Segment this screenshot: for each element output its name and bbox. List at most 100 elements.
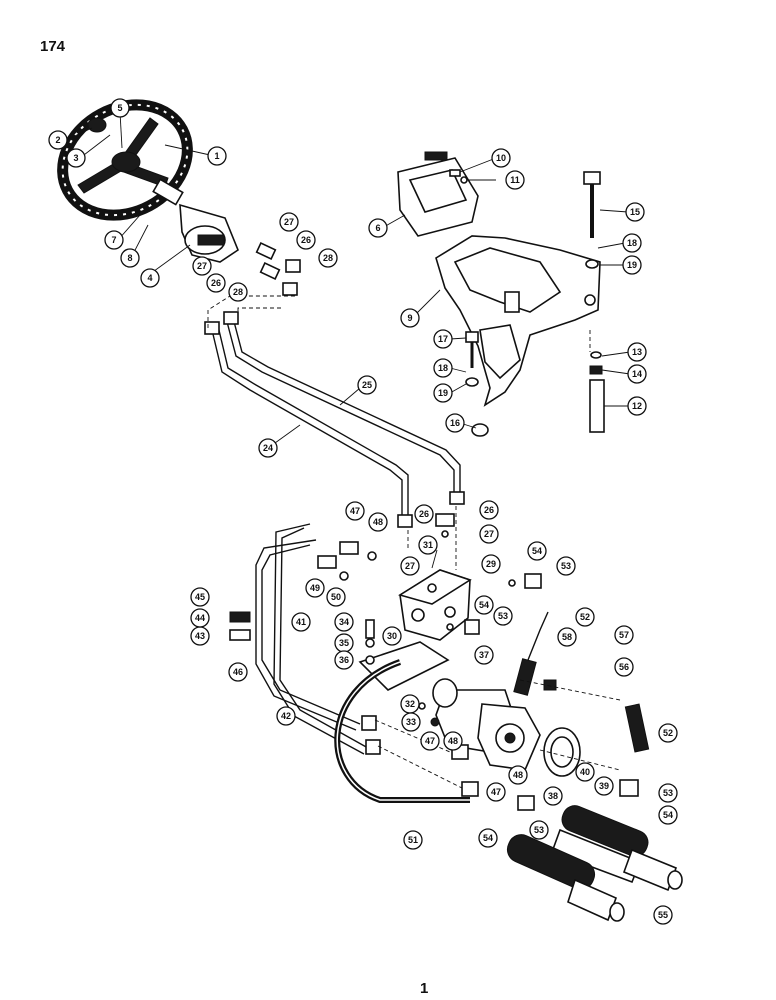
svg-text:48: 48	[373, 517, 383, 527]
callout-27c: 27	[479, 524, 499, 544]
svg-text:54: 54	[663, 810, 673, 820]
callout-35: 35	[334, 633, 354, 653]
callout-31: 31	[418, 535, 438, 555]
svg-text:26: 26	[301, 235, 311, 245]
svg-text:15: 15	[630, 207, 640, 217]
svg-text:11: 11	[510, 175, 520, 185]
svg-text:48: 48	[513, 770, 523, 780]
bolt-17-head	[465, 331, 479, 343]
callout-56: 56	[614, 657, 634, 677]
svg-text:31: 31	[423, 540, 433, 550]
callout-52a: 52	[575, 607, 595, 627]
svg-text:27: 27	[484, 529, 494, 539]
svg-text:30: 30	[387, 631, 397, 641]
svg-text:55: 55	[658, 910, 668, 920]
svg-text:26: 26	[484, 505, 494, 515]
callout-48b: 48	[443, 731, 463, 751]
callout-9: 9	[400, 308, 420, 328]
callout-40: 40	[575, 762, 595, 782]
svg-text:13: 13	[632, 347, 642, 357]
callout-53b: 53	[493, 606, 513, 626]
callout-57: 57	[614, 625, 634, 645]
svg-text:42: 42	[281, 711, 291, 721]
callout-47c: 47	[486, 782, 506, 802]
callout-2: 2	[48, 130, 68, 150]
svg-text:49: 49	[310, 583, 320, 593]
svg-text:44: 44	[195, 613, 205, 623]
svg-text:40: 40	[580, 767, 590, 777]
callout-27d: 27	[400, 556, 420, 576]
svg-text:53: 53	[663, 788, 673, 798]
svg-text:26: 26	[419, 509, 429, 519]
svg-text:27: 27	[197, 261, 207, 271]
svg-text:36: 36	[339, 655, 349, 665]
callout-18b: 18	[433, 358, 453, 378]
svg-text:19: 19	[438, 388, 448, 398]
tubes-41-42	[255, 523, 381, 755]
callout-58: 58	[557, 627, 577, 647]
callout-28a: 28	[318, 248, 338, 268]
svg-text:27: 27	[405, 561, 415, 571]
svg-text:18: 18	[627, 238, 637, 248]
callout-4: 4	[140, 268, 160, 288]
callout-24: 24	[258, 438, 278, 458]
callout-27b: 27	[192, 256, 212, 276]
hose-52-lower	[624, 703, 650, 753]
callout-46: 46	[228, 662, 248, 682]
svg-text:47: 47	[425, 736, 435, 746]
svg-text:1: 1	[214, 151, 219, 161]
svg-text:18: 18	[438, 363, 448, 373]
callout-53a: 53	[556, 556, 576, 576]
svg-text:29: 29	[486, 559, 496, 569]
callout-16: 16	[445, 413, 465, 433]
cylinders	[506, 805, 683, 922]
svg-text:37: 37	[479, 650, 489, 660]
svg-text:47: 47	[491, 787, 501, 797]
svg-text:17: 17	[438, 334, 448, 344]
svg-text:58: 58	[562, 632, 572, 642]
svg-text:25: 25	[362, 380, 372, 390]
svg-text:28: 28	[323, 253, 333, 263]
svg-text:45: 45	[195, 592, 205, 602]
callout-53d: 53	[529, 820, 549, 840]
svg-text:34: 34	[339, 617, 349, 627]
svg-text:54: 54	[532, 546, 542, 556]
callout-33: 33	[401, 712, 421, 732]
callout-7: 7	[104, 230, 124, 250]
mounting-plate	[358, 641, 450, 691]
svg-text:3: 3	[73, 153, 78, 163]
callout-12: 12	[627, 396, 647, 416]
callout-8: 8	[120, 248, 140, 268]
callout-51: 51	[403, 830, 423, 850]
svg-text:52: 52	[663, 728, 673, 738]
svg-text:48: 48	[448, 736, 458, 746]
callout-13: 13	[627, 342, 647, 362]
steering-wheel	[57, 99, 193, 221]
column-bracket	[397, 151, 479, 237]
callout-19a: 19	[622, 255, 642, 275]
svg-text:43: 43	[195, 631, 205, 641]
callout-53c: 53	[658, 783, 678, 803]
callout-26c: 26	[414, 504, 434, 524]
control-valve	[398, 569, 472, 641]
callout-6: 6	[368, 218, 388, 238]
footer-page-number: 1	[420, 980, 429, 997]
svg-text:32: 32	[405, 699, 415, 709]
page-number: 174	[40, 38, 66, 55]
svg-text:50: 50	[331, 592, 341, 602]
svg-text:24: 24	[263, 443, 273, 453]
steering-pump	[432, 678, 541, 771]
svg-text:53: 53	[498, 611, 508, 621]
callout-3: 3	[66, 148, 86, 168]
svg-text:47: 47	[350, 506, 360, 516]
callout-44: 44	[190, 608, 210, 628]
svg-text:26: 26	[211, 278, 221, 288]
callout-17: 17	[433, 329, 453, 349]
callout-5: 5	[110, 98, 130, 118]
svg-text:53: 53	[534, 825, 544, 835]
callout-28b: 28	[228, 282, 248, 302]
svg-text:28: 28	[233, 287, 243, 297]
svg-text:46: 46	[233, 667, 243, 677]
callout-25: 25	[357, 375, 377, 395]
